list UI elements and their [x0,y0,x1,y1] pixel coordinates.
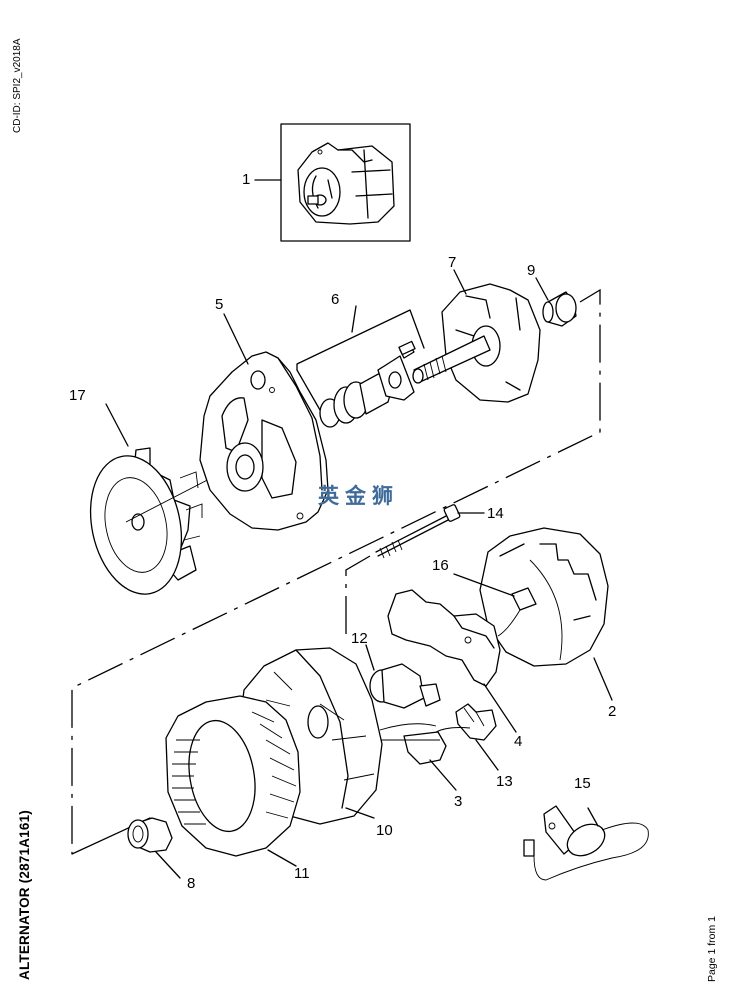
leader-line-11 [267,849,297,867]
drive-end-bracket-illustration[interactable] [199,351,329,531]
callout-3[interactable]: 3 [454,793,463,810]
leader-line-15 [587,807,599,827]
leader-line-16 [453,573,515,597]
leader-line-10 [345,807,375,819]
callout-15[interactable]: 15 [574,775,591,792]
leader-line-8 [155,851,181,879]
alternator-assembly-illustration[interactable] [280,123,411,242]
terminal-connector-illustration[interactable] [455,703,497,741]
leader-line-5 [223,313,249,365]
brush-holder-illustration[interactable] [369,663,441,709]
leader-line-4 [483,683,517,733]
callout-17[interactable]: 17 [69,387,86,404]
callout-5[interactable]: 5 [215,296,224,313]
plug-connector-illustration[interactable] [497,587,537,637]
leader-line-17 [105,403,129,447]
slip-ring-bearing-illustration[interactable] [542,291,577,327]
rectifier-plate-illustration[interactable] [387,589,501,687]
rectifier-lead-illustration[interactable] [375,723,471,765]
callout-9[interactable]: 9 [527,262,536,279]
callout-13[interactable]: 13 [496,773,513,790]
callout-10[interactable]: 10 [376,822,393,839]
callout-8[interactable]: 8 [187,875,196,892]
fan-illustration[interactable] [78,447,203,602]
callout-2[interactable]: 2 [608,703,617,720]
leader-line-13 [475,739,499,771]
callout-1[interactable]: 1 [242,171,251,188]
bush-illustration[interactable] [127,817,173,853]
callout-14[interactable]: 14 [487,505,504,522]
bearing-kit-bracket [296,305,425,411]
callout-16[interactable]: 16 [432,557,449,574]
rotor-illustration[interactable] [412,283,541,403]
suppressor-capacitor-illustration[interactable] [523,805,649,881]
leader-line-9 [535,277,549,301]
stator-illustration[interactable] [165,695,301,857]
callout-11[interactable]: 11 [294,865,310,882]
through-bolt-illustration[interactable] [375,504,461,559]
callout-4[interactable]: 4 [514,733,523,750]
leader-line-12 [365,644,375,671]
leader-line-7 [453,269,467,295]
leader-line-2 [593,657,613,701]
callout-7[interactable]: 7 [448,254,457,271]
bearing-kit-illustration[interactable] [319,340,416,428]
callout-6[interactable]: 6 [331,291,340,308]
callout-12[interactable]: 12 [351,630,368,647]
leader-line-3 [429,759,457,791]
watermark: 英金狮 [318,484,399,508]
